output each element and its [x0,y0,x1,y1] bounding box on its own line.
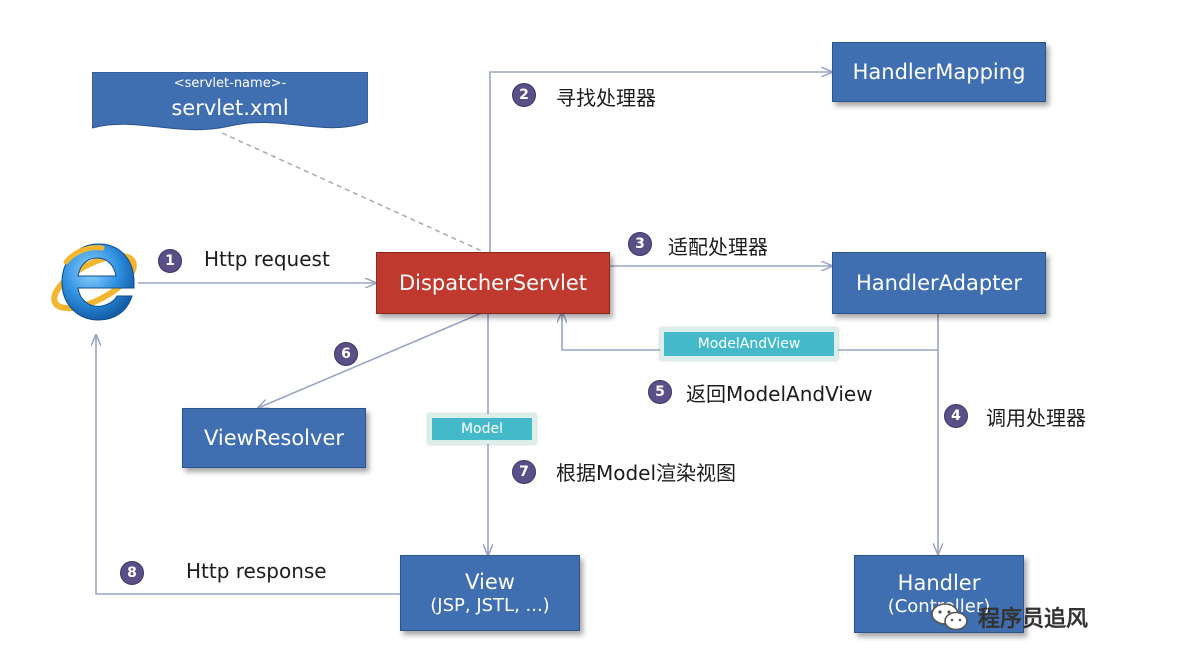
handler-mapping-label: HandlerMapping [852,59,1026,84]
step-5-label: 返回ModelAndView [686,382,873,406]
dispatcher-servlet-label: DispatcherServlet [398,270,588,295]
view-resolver-label: ViewResolver [203,425,344,450]
servlet-file-text: servlet.xml [171,96,289,120]
view-box: View (JSP, JSTL, ...) [400,555,580,631]
watermark: 程序员追风 [930,600,1088,634]
step-4-marker: 4 [944,404,968,428]
dispatcher-servlet-box: DispatcherServlet [376,252,610,314]
servlet-name-text: <servlet-name>- [173,76,287,91]
handler-title: Handler [897,570,981,595]
step-3-label: 适配处理器 [668,235,768,259]
model-tag-label: Model [460,421,504,437]
handler-adapter-label: HandlerAdapter [855,270,1022,295]
view-subtitle: (JSP, JSTL, ...) [430,594,550,616]
step-8-marker: 8 [120,561,144,585]
handler-mapping-box: HandlerMapping [832,42,1046,102]
model-and-view-tag-label: ModelAndView [697,336,801,352]
model-tag: Model [428,414,536,444]
arrow-to-handler-mapping [489,72,832,252]
arrow-to-view-resolver [258,311,485,408]
step-4-label: 调用处理器 [986,406,1086,430]
ie-browser-icon [44,232,140,328]
step-2-label: 寻找处理器 [556,86,656,110]
view-title: View [465,569,515,594]
arrow-http-response [96,335,400,595]
step-1-label: Http request [204,247,330,271]
config-link [221,132,485,253]
handler-adapter-box: HandlerAdapter [832,252,1046,314]
step-7-label: 根据Model渲染视图 [556,461,737,485]
wechat-icon [931,603,968,631]
step-7-marker: 7 [512,460,536,484]
watermark-text: 程序员追风 [978,607,1089,632]
servlet-config-document: <servlet-name>- servlet.xml [92,72,368,136]
view-resolver-box: ViewResolver [182,408,366,468]
step-1-marker: 1 [158,249,182,273]
step-3-marker: 3 [628,232,652,256]
step-6-marker: 6 [334,342,358,366]
step-5-marker: 5 [648,380,672,404]
model-and-view-tag: ModelAndView [660,328,838,360]
handler-box: Handler (Controller) [854,555,1024,633]
step-2-marker: 2 [512,83,536,107]
step-8-label: Http response [186,559,327,583]
